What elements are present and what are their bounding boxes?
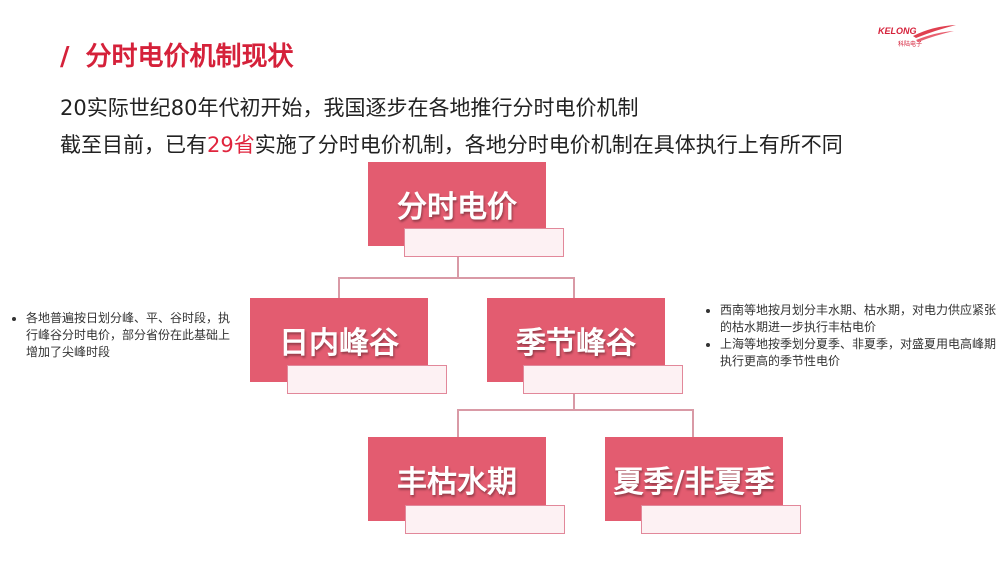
- svg-text:KELONG: KELONG: [878, 26, 917, 36]
- connector: [338, 277, 340, 298]
- notes-right: 西南等地按月划分丰水期、枯水期，对电力供应紧张的枯水期进一步执行丰枯电价上海等地…: [706, 302, 996, 370]
- node-root-tab: [404, 228, 564, 257]
- connector: [692, 409, 694, 437]
- title-slash: /: [60, 42, 70, 72]
- kelong-logo: KELONG 科陆电子: [878, 22, 958, 56]
- node-tab: [287, 365, 447, 394]
- notes-left: 各地普遍按日划分峰、平、谷时段，执行峰谷分时电价，部分省份在此基础上增加了尖峰时…: [12, 310, 230, 361]
- highlight-count: 29省: [207, 133, 255, 157]
- connector: [573, 277, 575, 298]
- node-tab: [523, 365, 683, 394]
- intro-line-1: 20实际世纪80年代初开始，我国逐步在各地推行分时电价机制: [60, 96, 639, 120]
- connector: [457, 409, 459, 437]
- svg-text:科陆电子: 科陆电子: [898, 40, 922, 48]
- page-title: / 分时电价机制现状: [60, 36, 294, 73]
- intro-line-2: 截至目前，已有29省实施了分时电价机制，各地分时电价机制在具体执行上有所不同: [60, 129, 843, 159]
- node-tab: [405, 505, 565, 534]
- connector: [573, 393, 575, 410]
- note-item: 上海等地按季划分夏季、非夏季，对盛夏用电高峰期执行更高的季节性电价: [720, 336, 996, 370]
- title-text: 分时电价机制现状: [85, 42, 294, 72]
- node-tab: [641, 505, 801, 534]
- intro-text: 截至目前，已有: [60, 133, 207, 157]
- connector: [457, 256, 459, 278]
- connector: [338, 277, 574, 279]
- connector: [457, 409, 693, 411]
- note-item: 各地普遍按日划分峰、平、谷时段，执行峰谷分时电价，部分省份在此基础上增加了尖峰时…: [26, 310, 230, 361]
- node-wet-dry-season: 丰枯水期: [368, 437, 546, 521]
- note-item: 西南等地按月划分丰水期、枯水期，对电力供应紧张的枯水期进一步执行丰枯电价: [720, 302, 996, 336]
- intro-text: 实施了分时电价机制，各地分时电价机制在具体执行上有所不同: [254, 133, 843, 157]
